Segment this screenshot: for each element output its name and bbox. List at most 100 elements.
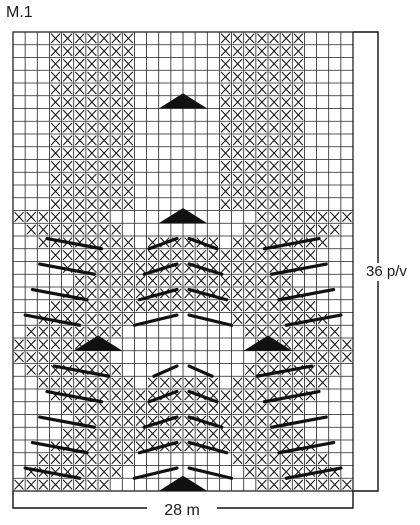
cross-stitch-symbol [244, 403, 255, 414]
cross-stitch-symbol [269, 97, 279, 108]
cross-stitch-symbol [220, 148, 231, 159]
cross-stitch-symbol [62, 428, 73, 439]
cross-stitch-symbol [62, 250, 73, 261]
cross-stitch-symbol [269, 173, 279, 184]
decrease-stroke [152, 364, 179, 378]
cross-stitch-symbol [317, 377, 328, 388]
cross-stitch-symbol [269, 415, 279, 426]
cross-stitch-symbol [14, 352, 24, 363]
cross-stitch-symbol [244, 58, 255, 69]
cross-stitch-symbol [74, 109, 85, 120]
cross-stitch-symbol [281, 109, 292, 120]
decrease-stroke [255, 364, 314, 378]
cross-stitch-symbol [87, 250, 97, 261]
cross-stitch-symbol [269, 122, 279, 133]
cross-stitch-symbol [220, 428, 231, 439]
cross-stitch-symbol [62, 186, 73, 197]
decrease-stroke [142, 415, 179, 429]
cross-stitch-symbol [111, 58, 122, 69]
cross-stitch-symbol [293, 46, 304, 57]
cross-stitch-symbol [293, 135, 304, 146]
cross-stitch-symbol [257, 250, 267, 261]
cross-stitch-symbol [196, 377, 207, 388]
cross-stitch-symbol [147, 275, 158, 286]
cross-stitch-symbol [244, 33, 255, 44]
cross-stitch-symbol [87, 301, 97, 312]
cross-stitch-symbol [123, 84, 134, 95]
cross-stitch-symbol [123, 288, 134, 299]
cross-stitch-symbol [99, 301, 109, 312]
cross-stitch-symbol [269, 199, 279, 210]
cross-stitch-symbol [135, 403, 146, 414]
cross-stitch-symbol [99, 415, 109, 426]
cross-stitch-symbol [74, 403, 85, 414]
cross-stitch-symbol [99, 186, 109, 197]
cross-stitch-symbol [244, 237, 255, 248]
cross-stitch-symbol [99, 33, 109, 44]
cross-stitch-symbol [257, 441, 267, 452]
cross-stitch-layer [14, 33, 352, 490]
cross-stitch-symbol [50, 135, 61, 146]
decrease-stroke [187, 466, 234, 480]
decrease-stroke [270, 415, 328, 429]
cross-stitch-symbol [159, 275, 170, 286]
cross-stitch-symbol [293, 33, 304, 44]
cross-stitch-symbol [62, 199, 73, 210]
cross-stitch-symbol [38, 364, 49, 375]
cross-stitch-symbol [257, 160, 267, 171]
cross-stitch-symbol [50, 58, 61, 69]
triangle-symbols [73, 93, 293, 491]
cross-stitch-symbol [123, 403, 134, 414]
cross-stitch-symbol [99, 441, 109, 452]
cross-stitch-symbol [244, 262, 255, 273]
cross-stitch-symbol [244, 160, 255, 171]
cross-stitch-symbol [269, 148, 279, 159]
cross-stitch-symbol [317, 454, 328, 465]
cross-stitch-symbol [317, 364, 328, 375]
cross-stitch-symbol [232, 58, 243, 69]
cross-stitch-symbol [220, 122, 231, 133]
cross-stitch-symbol [293, 148, 304, 159]
cross-stitch-symbol [232, 122, 243, 133]
cross-stitch-symbol [232, 71, 243, 82]
cross-stitch-symbol [257, 313, 267, 324]
cross-stitch-symbol [62, 352, 73, 363]
cross-stitch-symbol [257, 224, 267, 235]
cross-stitch-symbol [257, 352, 267, 363]
cross-stitch-symbol [305, 339, 316, 350]
cross-stitch-symbol [62, 160, 73, 171]
cross-stitch-symbol [62, 224, 73, 235]
cross-stitch-symbol [220, 262, 231, 273]
cross-stitch-symbol [342, 211, 352, 222]
cross-stitch-symbol [87, 288, 97, 299]
rows-bracket [353, 31, 379, 492]
cross-stitch-symbol [329, 479, 340, 490]
cross-stitch-symbol [269, 224, 279, 235]
decrease-stroke [132, 313, 179, 327]
cross-stitch-symbol [184, 275, 194, 286]
cross-stitch-symbol [220, 33, 231, 44]
cross-stitch-symbol [111, 160, 122, 171]
cross-stitch-symbol [159, 301, 170, 312]
cross-stitch-symbol [123, 135, 134, 146]
cross-stitch-symbol [123, 46, 134, 57]
cross-stitch-symbol [257, 364, 267, 375]
cross-stitch-symbol [50, 326, 61, 337]
cross-stitch-symbol [172, 301, 182, 312]
cross-stitch-symbol [172, 428, 182, 439]
triangle-symbol [73, 335, 123, 351]
cross-stitch-symbol [111, 466, 122, 477]
cross-stitch-symbol [62, 58, 73, 69]
cross-stitch-symbol [220, 199, 231, 210]
cross-stitch-symbol [62, 454, 73, 465]
cross-stitch-symbol [232, 377, 243, 388]
cross-stitch-symbol [74, 224, 85, 235]
cross-stitch-symbol [184, 377, 194, 388]
cross-stitch-symbol [293, 224, 304, 235]
cross-stitch-symbol [74, 186, 85, 197]
cross-stitch-symbol [232, 84, 243, 95]
cross-stitch-symbol [74, 148, 85, 159]
decrease-stroke [284, 313, 343, 327]
cross-stitch-symbol [244, 428, 255, 439]
decrease-stroke [277, 440, 336, 455]
